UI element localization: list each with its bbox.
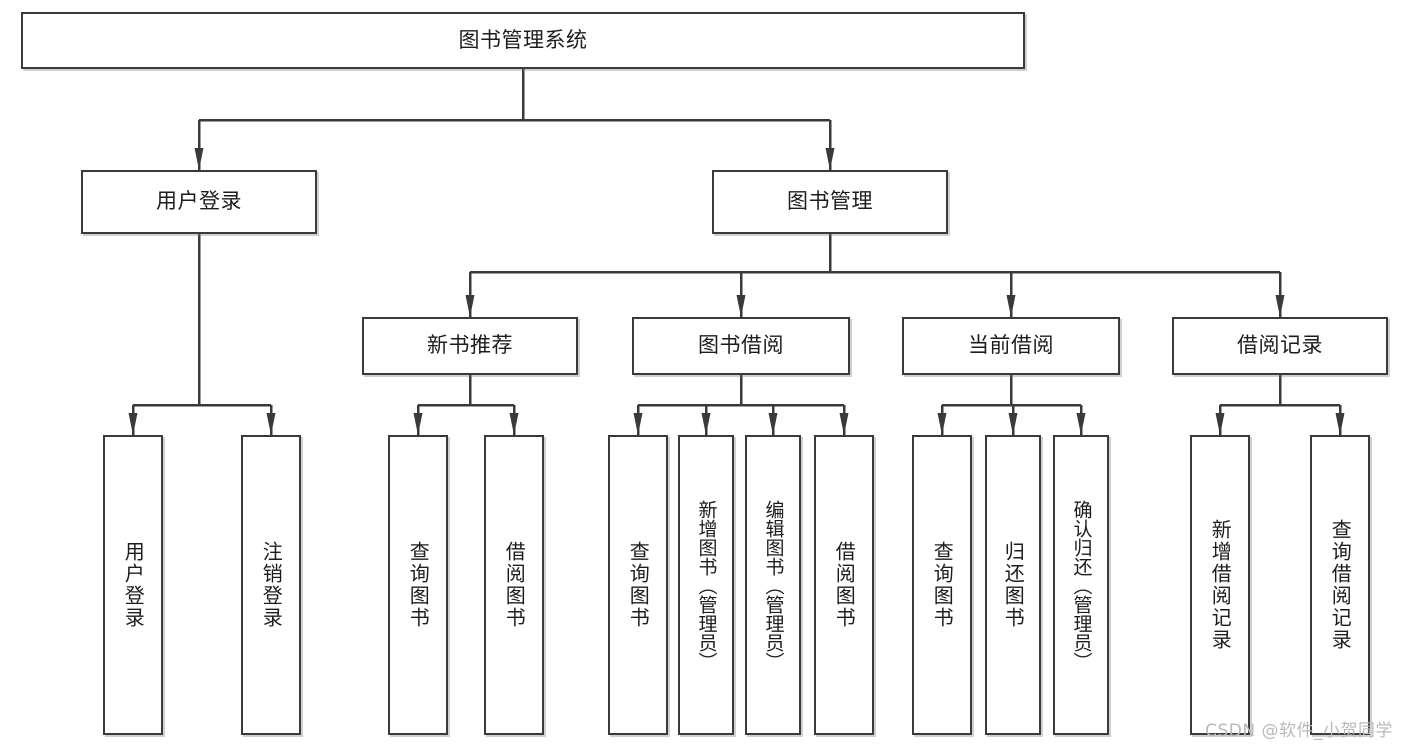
node-label: 图书管理 bbox=[787, 189, 873, 214]
node-leaf-user-login[interactable]: 用户登录 bbox=[103, 435, 163, 735]
node-leaf-user-logout[interactable]: 注销登录 bbox=[241, 435, 301, 735]
node-leaf-borrow-book-1[interactable]: 借阅图书 bbox=[484, 435, 544, 735]
node-root[interactable]: 图书管理系统 bbox=[21, 12, 1025, 69]
node-label: 图书管理系统 bbox=[458, 27, 588, 52]
node-label: 用户登录 bbox=[121, 541, 146, 629]
node-borrow-record[interactable]: 借阅记录 bbox=[1172, 317, 1388, 375]
node-label: 借阅记录 bbox=[1237, 333, 1323, 358]
arrow-head-leaf-query-book-1 bbox=[413, 413, 423, 435]
node-user-login[interactable]: 用户登录 bbox=[81, 170, 317, 234]
arrow-head-leaf-query-record bbox=[1335, 413, 1345, 435]
node-label: 借阅图书 bbox=[832, 541, 857, 629]
node-label: 查询图书 bbox=[930, 541, 955, 629]
arrow-head-leaf-user-logout bbox=[266, 413, 276, 435]
node-leaf-add-record[interactable]: 新增借阅记录 bbox=[1190, 435, 1250, 735]
arrow-head-leaf-confirm-return bbox=[1076, 413, 1086, 435]
arrow-head-book-manage bbox=[825, 148, 835, 170]
node-current-borrow[interactable]: 当前借阅 bbox=[902, 317, 1120, 375]
node-leaf-return-book[interactable]: 归还图书 bbox=[985, 435, 1041, 735]
node-leaf-edit-book[interactable]: 编辑图书（管理员） bbox=[745, 435, 801, 735]
arrow-head-new-book-rec bbox=[465, 295, 475, 317]
node-label: 新增图书（管理员） bbox=[695, 499, 718, 671]
node-label: 新书推荐 bbox=[427, 333, 513, 358]
arrow-head-user-login bbox=[194, 148, 204, 170]
node-book-borrow[interactable]: 图书借阅 bbox=[632, 317, 850, 375]
node-label: 用户登录 bbox=[156, 189, 242, 214]
watermark-text: CSDN @软件_小贺同学 bbox=[1205, 721, 1393, 741]
arrow-head-current-borrow bbox=[1006, 295, 1016, 317]
node-leaf-query-book-1[interactable]: 查询图书 bbox=[388, 435, 448, 735]
arrow-head-leaf-borrow-book-2 bbox=[839, 413, 849, 435]
node-leaf-confirm-return[interactable]: 确认归还（管理员） bbox=[1053, 435, 1109, 735]
node-label: 编辑图书（管理员） bbox=[762, 499, 785, 671]
arrow-head-leaf-add-record bbox=[1215, 413, 1225, 435]
node-label: 借阅图书 bbox=[502, 541, 527, 629]
arrow-head-book-borrow bbox=[736, 295, 746, 317]
node-label: 当前借阅 bbox=[968, 333, 1054, 358]
node-label: 查询图书 bbox=[626, 541, 651, 629]
arrow-head-leaf-edit-book bbox=[768, 413, 778, 435]
arrow-head-leaf-borrow-book-1 bbox=[509, 413, 519, 435]
node-book-manage[interactable]: 图书管理 bbox=[712, 170, 948, 234]
node-label: 新增借阅记录 bbox=[1208, 519, 1233, 651]
node-label: 注销登录 bbox=[259, 541, 284, 629]
node-new-book-rec[interactable]: 新书推荐 bbox=[362, 317, 578, 375]
node-leaf-add-book[interactable]: 新增图书（管理员） bbox=[678, 435, 734, 735]
node-leaf-query-book-3[interactable]: 查询图书 bbox=[912, 435, 972, 735]
node-label: 归还图书 bbox=[1001, 541, 1026, 629]
node-leaf-borrow-book-2[interactable]: 借阅图书 bbox=[814, 435, 874, 735]
node-label: 确认归还（管理员） bbox=[1070, 499, 1093, 671]
arrow-head-leaf-add-book bbox=[701, 413, 711, 435]
arrow-head-leaf-query-book-2 bbox=[633, 413, 643, 435]
node-leaf-query-record[interactable]: 查询借阅记录 bbox=[1310, 435, 1370, 735]
node-label: 查询图书 bbox=[406, 541, 431, 629]
node-label: 查询借阅记录 bbox=[1328, 519, 1353, 651]
node-leaf-query-book-2[interactable]: 查询图书 bbox=[608, 435, 668, 735]
arrow-head-borrow-record bbox=[1275, 295, 1285, 317]
arrow-head-leaf-query-book-3 bbox=[937, 413, 947, 435]
arrow-head-leaf-user-login bbox=[128, 413, 138, 435]
arrow-head-leaf-return-book bbox=[1008, 413, 1018, 435]
node-label: 图书借阅 bbox=[698, 333, 784, 358]
